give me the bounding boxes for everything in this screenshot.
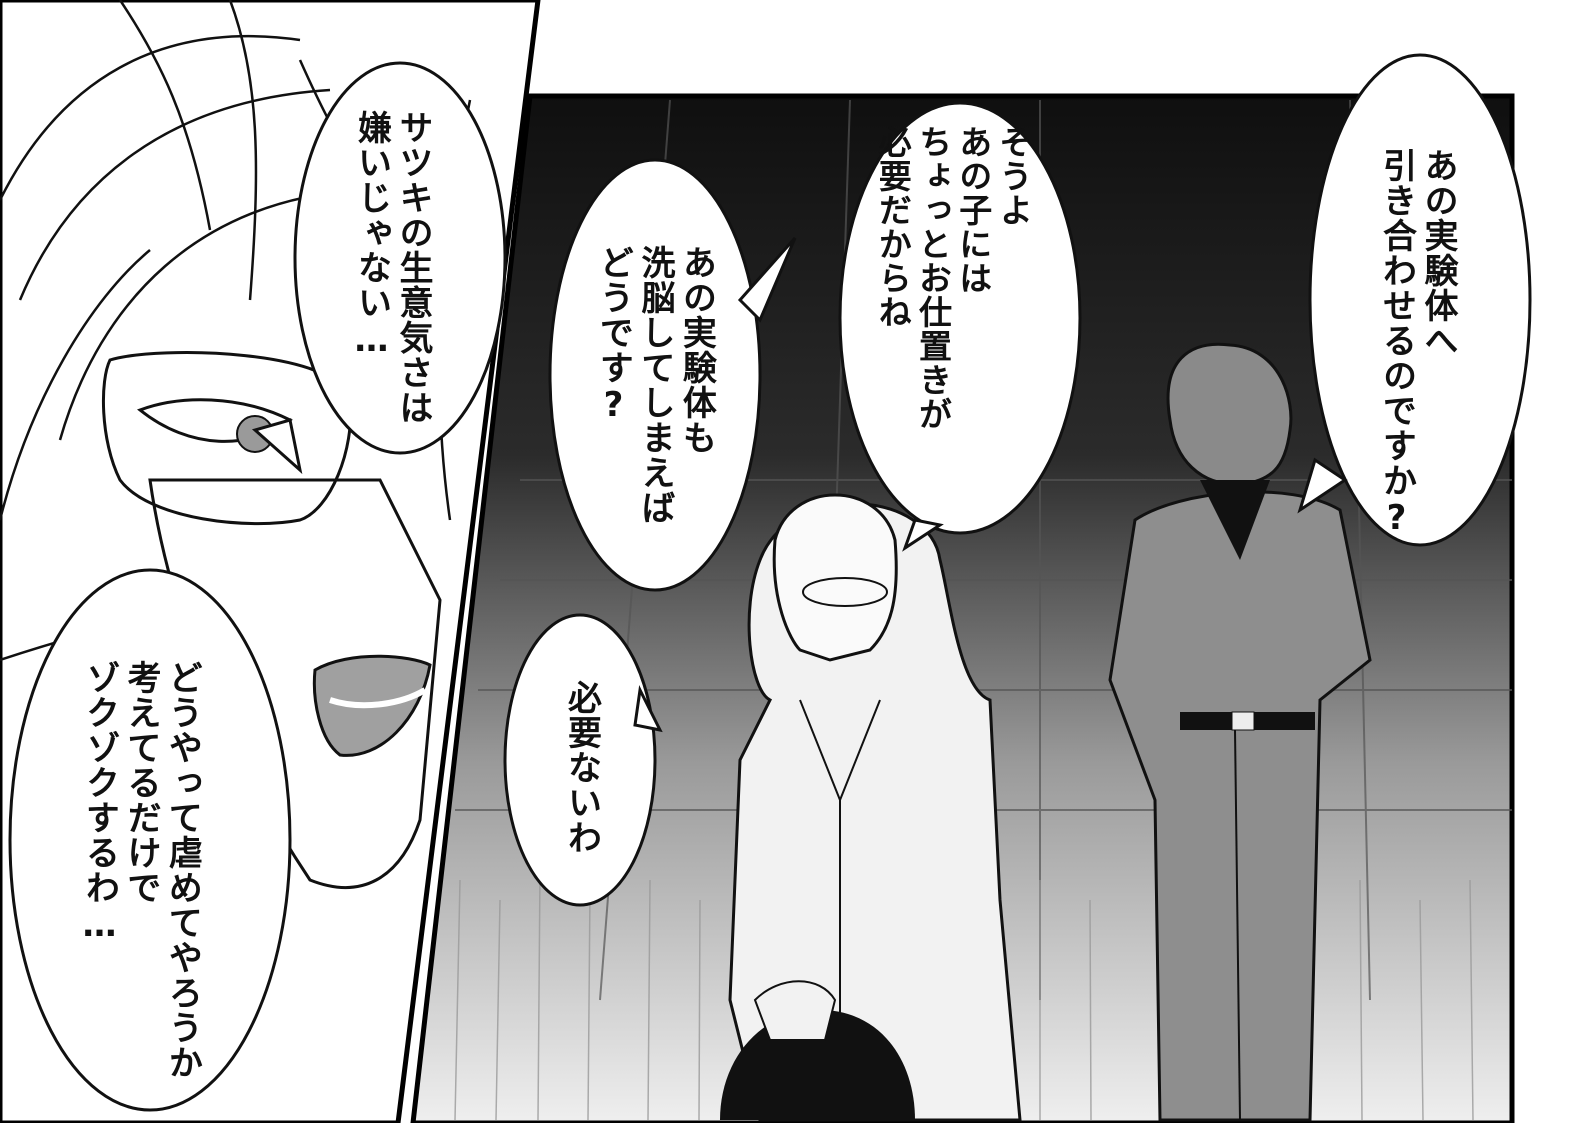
bubble-4-line-1: そうよ [994, 125, 1033, 227]
scientist-figure [728, 493, 1022, 1122]
bubble-1-line-1: サツキの生意気さは [392, 110, 433, 425]
bubble-5-line-2: 引き合わせるのですか? [1376, 148, 1417, 539]
bubble-4-line-3: ちょっとお仕置きが [913, 125, 953, 431]
bubble-1-line-2: 嫌いじゃない… [351, 110, 392, 361]
bubble-5-line-1: あの実験体へ [1417, 148, 1458, 358]
speech-bubble-2: どうやって虐めてやろうか 考えてるだけで ゾクゾクするわ… [78, 660, 202, 1080]
speech-bubble-6: 必要ないわ [560, 680, 601, 855]
bubble-6-line-1: 必要ないわ [561, 680, 602, 855]
bubble-3-line-2: 洗脳してしまえば [634, 245, 675, 525]
bubble-2-line-3: ゾクゾクするわ… [79, 660, 120, 946]
floor-streaks [454, 869, 1474, 1121]
bubble-2-line-2: 考えてるだけで [120, 660, 161, 905]
bubble-3-line-3: どうです? [593, 245, 634, 426]
speech-bubble-3: あの実験体も 洗脳してしまえば どうです? [592, 245, 716, 525]
speech-bubble-1: サツキの生意気さは 嫌いじゃない… [350, 110, 433, 425]
speech-bubble-shapes [8, 53, 1532, 1112]
bubble-4-line-2: あの子には [953, 125, 993, 295]
bubble-4-line-4: 必要だからね [873, 125, 913, 329]
soldier-figure [1108, 342, 1372, 1122]
glasses-woman-face [101, 351, 442, 889]
bubble-3-line-1: あの実験体も [676, 245, 717, 455]
child-head [720, 980, 915, 1120]
speech-bubble-5: あの実験体へ 引き合わせるのですか? [1375, 148, 1458, 539]
bubble-2-line-1: どうやって虐めてやろうか [162, 660, 203, 1080]
speech-bubble-4: そうよ あの子には ちょっとお仕置きが 必要だからね [872, 125, 1033, 431]
